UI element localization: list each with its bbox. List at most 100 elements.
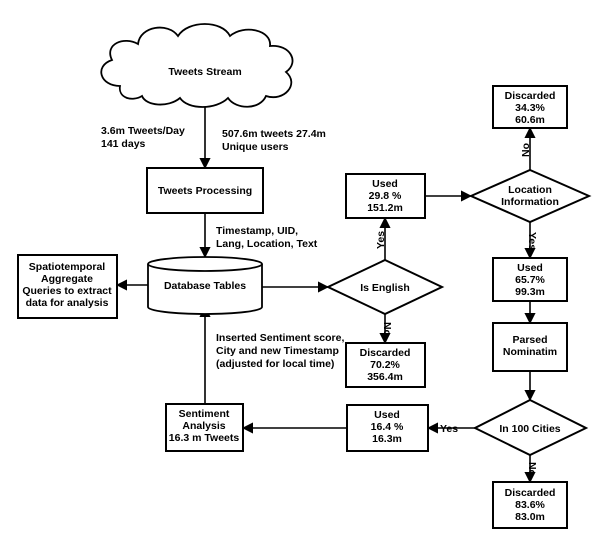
- node-is-english: Is English: [325, 258, 445, 316]
- text-line: Analysis: [182, 420, 225, 432]
- text-line: 141 days: [101, 138, 146, 150]
- text-line: 34.3%: [515, 102, 545, 114]
- node-tweets-stream: Tweets Stream: [100, 23, 294, 108]
- node-is-english-text: Is English: [360, 282, 410, 294]
- text-line: In 100 Cities: [499, 423, 560, 435]
- node-discarded-english-box: [345, 342, 426, 388]
- text-line: 3.6m Tweets/Day: [101, 125, 185, 137]
- text-line: 16.3m: [372, 433, 402, 445]
- cloud-shape: [100, 23, 294, 108]
- text-line: Is English: [360, 282, 410, 294]
- node-database-tables-text: Database Tables: [164, 280, 246, 292]
- edge-label-cities-no: No: [526, 462, 538, 476]
- text-line: (adjusted for local time): [216, 358, 334, 370]
- text-line: Database Tables: [164, 280, 246, 292]
- node-discarded-location-box: [492, 85, 568, 129]
- text-line: Information: [501, 196, 559, 208]
- node-database-tables: Database Tables: [147, 256, 263, 315]
- text-line: Parsed: [512, 334, 547, 346]
- node-used-cities-box: [346, 404, 429, 452]
- text-line: Location: [508, 184, 552, 196]
- edge-label-location-yes: Yes: [526, 232, 538, 250]
- text-line: Nominatim: [503, 346, 557, 358]
- annotation-fields: Timestamp, UID,Lang, Location, Text: [216, 225, 318, 250]
- text-line: 83.6%: [515, 499, 545, 511]
- text-line: Discarded: [505, 487, 556, 499]
- text-line: 70.2%: [370, 359, 400, 371]
- text-line: Lang, Location, Text: [216, 238, 318, 250]
- edge-label-english-no: No: [381, 322, 393, 336]
- node-parsed-nominatim-box: [492, 322, 568, 372]
- node-discarded-cities-box: [492, 481, 568, 529]
- edge-label-english-yes: Yes: [375, 231, 387, 249]
- node-is-english-diamond: [325, 258, 445, 316]
- edge-label-cities-yes: Yes: [440, 423, 458, 435]
- cylinder-top: [147, 256, 263, 272]
- text-line: Discarded: [505, 90, 556, 102]
- node-tweets-processing-text: Tweets Processing: [158, 185, 252, 197]
- cylinder-body: [147, 264, 263, 315]
- text-line: data for analysis: [26, 297, 109, 309]
- text-line: Timestamp, UID,: [216, 225, 298, 237]
- text-line: 99.3m: [515, 286, 545, 298]
- text-line: Tweets Stream: [168, 66, 241, 78]
- node-tweets-stream-text: Tweets Stream: [168, 66, 241, 78]
- node-used-english-box: [345, 173, 426, 219]
- text-line: City and new Timestamp: [216, 345, 339, 357]
- text-line: 356.4m: [367, 371, 403, 383]
- text-line: Unique users: [222, 141, 289, 153]
- text-line: 65.7%: [515, 274, 545, 286]
- text-line: 60.6m: [515, 114, 545, 126]
- node-tweets-processing-box: [146, 167, 264, 214]
- edge-labels: Yes No No Yes Yes No: [375, 143, 538, 476]
- node-used-location-box: [492, 257, 568, 302]
- node-tweets-processing: Tweets Processing: [146, 167, 264, 214]
- node-in-100-cities-text: In 100 Cities: [499, 423, 560, 435]
- text-line: Inserted Sentiment score,: [216, 332, 344, 344]
- text-line: 29.8 %: [369, 190, 402, 202]
- text-line: 151.2m: [367, 202, 403, 214]
- text-line: Discarded: [360, 347, 411, 359]
- node-spatiotemporal-box: [17, 254, 118, 319]
- node-location-information-diamond: [468, 168, 592, 224]
- text-line: Aggregate: [41, 273, 93, 285]
- text-line: 83.0m: [515, 511, 545, 523]
- node-in-100-cities-diamond: [472, 398, 589, 457]
- text-line: 507.6m tweets 27.4m: [222, 128, 326, 140]
- text-line: Used: [372, 178, 398, 190]
- edges: [115, 103, 536, 484]
- edge-label-location-no: No: [520, 143, 532, 157]
- text-line: Sentiment: [179, 408, 230, 420]
- text-line: Spatiotemporal: [29, 261, 106, 273]
- text-line: Used: [374, 409, 400, 421]
- node-in-100-cities: In 100 Cities: [472, 398, 589, 457]
- node-sentiment-analysis-box: [165, 403, 244, 452]
- text-line: Tweets Processing: [158, 185, 252, 197]
- annotation-inserted: Inserted Sentiment score,City and new Ti…: [216, 332, 344, 370]
- text-line: 16.4 %: [371, 421, 404, 433]
- text-line: Queries to extract: [22, 285, 112, 297]
